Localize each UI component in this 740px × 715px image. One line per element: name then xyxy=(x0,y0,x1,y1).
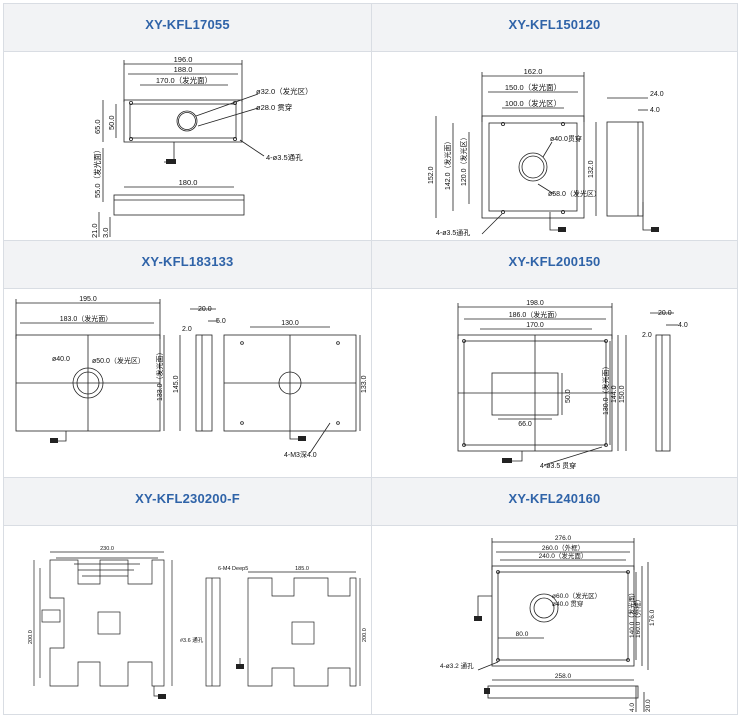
product-header: XY-KFL150120 xyxy=(372,4,738,52)
drawing-svg-kfl183133: 195.0 183.0（发光面） 130.0 ø40.0 ø50.0（发光区） … xyxy=(15,296,368,459)
dim-label: 24.0 xyxy=(650,91,664,98)
dim-label: 4-M3深4.0 xyxy=(284,450,317,459)
dim-label: 150.0 xyxy=(619,385,626,403)
product-header: XY-KFL200150 xyxy=(372,241,738,289)
dim-label: 170.0 xyxy=(526,322,544,329)
drawing-svg-kfl150120: 162.0 150.0（发光面） 100.0（发光区） ø40.0贯穿 ø58.… xyxy=(428,67,664,237)
dim-label: 20.0 xyxy=(198,306,212,313)
dim-label: 21.0 xyxy=(90,223,99,238)
dim-label: 130.0（发光面） xyxy=(601,362,610,415)
dim-label: 200.0 xyxy=(28,630,34,644)
dim-label: 186.0（发光面） xyxy=(509,310,562,319)
dim-label: 183.0（发光面） xyxy=(60,314,113,323)
drawing-svg-kfl230200f: 230.0 185.0 6-M4 Deep5 #3.6 通孔 200.0 200… xyxy=(28,546,368,699)
dim-label: ø28.0 贯穿 xyxy=(256,102,292,112)
dim-label: 80.0 xyxy=(516,631,529,638)
product-model-name: XY-KFL200150 xyxy=(508,254,601,269)
dim-label: 230.0 xyxy=(100,546,114,552)
dim-label: ø58.0（发光区） xyxy=(548,189,601,198)
technical-drawing: 198.0 186.0（发光面） 170.0 66.0 4-ø3.5 贯穿 20… xyxy=(372,289,738,478)
dim-label: 50.0 xyxy=(107,115,116,130)
dim-label: 55.0（发光面） xyxy=(92,146,102,198)
dim-label: 120.0（发光区） xyxy=(459,133,468,186)
dim-label: 50.0 xyxy=(565,389,572,403)
dim-label: 3.0 xyxy=(101,228,110,238)
technical-drawing: 230.0 185.0 6-M4 Deep5 #3.6 通孔 200.0 200… xyxy=(4,526,372,715)
dim-label: 260.0（外框） xyxy=(542,543,584,552)
dim-label: 4.0 xyxy=(629,703,636,712)
dim-label: 65.0 xyxy=(93,119,102,134)
dim-label: 133.0 xyxy=(361,375,368,393)
product-model-name: XY-KFL17055 xyxy=(145,17,230,32)
dim-label: 4.0 xyxy=(678,322,688,329)
dim-label: 4-ø3.2 通孔 xyxy=(440,661,474,670)
drawing-svg-kfl240160: 276.0 260.0（外框） 240.0（发光面） 80.0 258.0 ø6… xyxy=(440,535,656,712)
dim-label: 4-ø3.5通孔 xyxy=(436,228,470,237)
dim-label: 4-ø3.5通孔 xyxy=(266,152,303,162)
product-model-name: XY-KFL183133 xyxy=(141,254,234,269)
dim-label: 195.0 xyxy=(79,296,97,303)
dim-label: 170.0（发光面） xyxy=(156,75,212,85)
technical-drawing: 195.0 183.0（发光面） 130.0 ø40.0 ø50.0（发光区） … xyxy=(4,289,372,478)
dim-label: #3.6 通孔 xyxy=(180,636,204,644)
dim-label: 4.0 xyxy=(650,107,660,114)
product-header: XY-KFL17055 xyxy=(4,4,372,52)
drawing-svg-kfl17055: 196.0 188.0 170.0（发光面） 180.0 ø32.0（发光区） … xyxy=(90,55,313,238)
dim-label: 20.0 xyxy=(658,310,672,317)
dim-label: 185.0 xyxy=(295,566,309,572)
dim-label: 240.0（发光面） xyxy=(539,551,588,560)
dim-label: ø40.0贯穿 xyxy=(550,134,582,143)
dim-label: 200.0 xyxy=(362,628,368,642)
dim-label: 180.0 xyxy=(179,178,198,187)
product-drawing-grid: XY-KFL17055 XY-KFL150120 196.0 xyxy=(3,3,738,715)
dim-label: 140.0（发光面） xyxy=(627,589,636,638)
dim-label: 152.0 xyxy=(428,166,435,184)
product-header: XY-KFL240160 xyxy=(372,478,738,526)
dim-label: 2.0 xyxy=(182,326,192,333)
dim-label: 176.0 xyxy=(649,609,656,626)
dim-label: 198.0 xyxy=(526,300,544,307)
product-header: XY-KFL183133 xyxy=(4,241,372,289)
dim-label: ø40.0 贯穿 xyxy=(552,599,583,608)
drawing-svg-kfl200150: 198.0 186.0（发光面） 170.0 66.0 4-ø3.5 贯穿 20… xyxy=(457,300,688,470)
dim-label: 162.0 xyxy=(524,67,543,76)
dim-label: 144.0 xyxy=(611,385,618,403)
technical-drawing: 162.0 150.0（发光面） 100.0（发光区） ø40.0贯穿 ø58.… xyxy=(372,52,738,241)
dim-label: 130.0 xyxy=(281,320,299,327)
dim-label: 2.0 xyxy=(642,332,652,339)
dim-label: 150.0（发光面） xyxy=(505,82,561,92)
product-model-name: XY-KFL240160 xyxy=(508,491,601,506)
dim-label: 145.0 xyxy=(173,375,180,393)
dim-label: ø40.0 xyxy=(52,356,70,363)
dim-label: 132.0 xyxy=(588,160,595,178)
dim-label: 4-ø3.5 贯穿 xyxy=(540,461,576,470)
product-header: XY-KFL230200-F xyxy=(4,478,372,526)
dim-label: 133.0（发光面） xyxy=(155,348,164,401)
dim-label: 188.0 xyxy=(174,65,193,74)
dim-label: 258.0 xyxy=(555,673,572,680)
technical-drawing: 276.0 260.0（外框） 240.0（发光面） 80.0 258.0 ø6… xyxy=(372,526,738,715)
dim-label: ø60.0（发光区） xyxy=(552,591,601,600)
dim-label: ø50.0（发光区） xyxy=(92,356,145,365)
dim-label: 66.0 xyxy=(518,421,532,428)
technical-drawing: 196.0 188.0 170.0（发光面） 180.0 ø32.0（发光区） … xyxy=(4,52,372,241)
dim-label: 160.0（外框） xyxy=(633,596,642,638)
dim-label: 20.0 xyxy=(645,699,652,712)
dim-label: 6-M4 Deep5 xyxy=(218,566,248,572)
product-model-name: XY-KFL230200-F xyxy=(135,491,240,506)
dim-label: ø32.0（发光区） xyxy=(256,86,313,96)
dim-label: 276.0 xyxy=(555,535,572,542)
product-model-name: XY-KFL150120 xyxy=(508,17,601,32)
dim-label: 100.0（发光区） xyxy=(505,98,561,108)
dim-label: 196.0 xyxy=(174,55,193,64)
dim-label: 142.0（发光面） xyxy=(443,137,452,190)
dim-label: 5.0 xyxy=(216,318,226,325)
